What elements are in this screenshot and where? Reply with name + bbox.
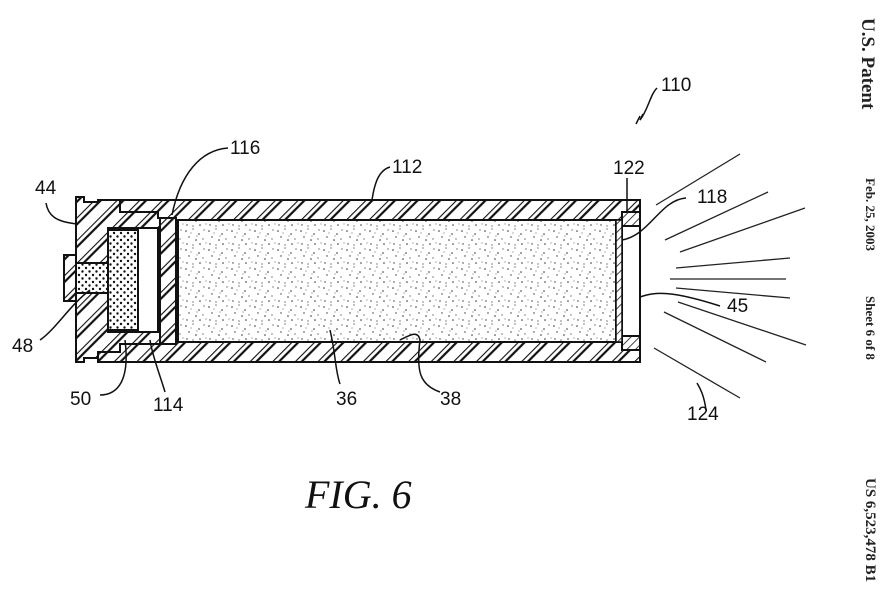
ref-label-118: 118 <box>697 187 727 208</box>
ref-label-122: 122 <box>613 158 645 179</box>
leader-lines <box>39 87 721 411</box>
plug-48 <box>75 262 109 294</box>
disk-114 <box>159 217 177 345</box>
tube-wall-bottom <box>97 341 641 363</box>
ref-label-112: 112 <box>392 157 422 178</box>
patent-number: US 6,523,478 B1 <box>862 478 878 583</box>
ref-label-124: 124 <box>687 404 719 425</box>
figure-caption: FIG. 6 <box>304 472 412 517</box>
ref-label-48: 48 <box>12 336 33 357</box>
membrane-118 <box>615 219 623 343</box>
ref-label-36: 36 <box>336 389 357 410</box>
light-rays <box>653 153 807 399</box>
button-48 <box>63 254 77 302</box>
dotted-element <box>107 229 139 331</box>
patent-date: Feb. 25, 2003 <box>863 178 878 251</box>
right-cap-top <box>621 211 641 227</box>
ref-label-50: 50 <box>70 389 91 410</box>
tube-wall-top <box>97 199 641 221</box>
ref-label-110: 110 <box>661 75 691 96</box>
ref-label-116: 116 <box>230 138 260 159</box>
ref-label-44: 44 <box>35 178 57 199</box>
window-45 <box>621 225 641 337</box>
ref-label-38: 38 <box>440 389 461 410</box>
ref-label-45: 45 <box>727 296 748 317</box>
sheet-number: Sheet 6 of 8 <box>863 296 878 360</box>
right-cap-bottom <box>621 335 641 351</box>
ref-label-114: 114 <box>153 395 184 416</box>
patent-title: U.S. Patent <box>857 18 878 110</box>
fill-material <box>177 219 617 343</box>
